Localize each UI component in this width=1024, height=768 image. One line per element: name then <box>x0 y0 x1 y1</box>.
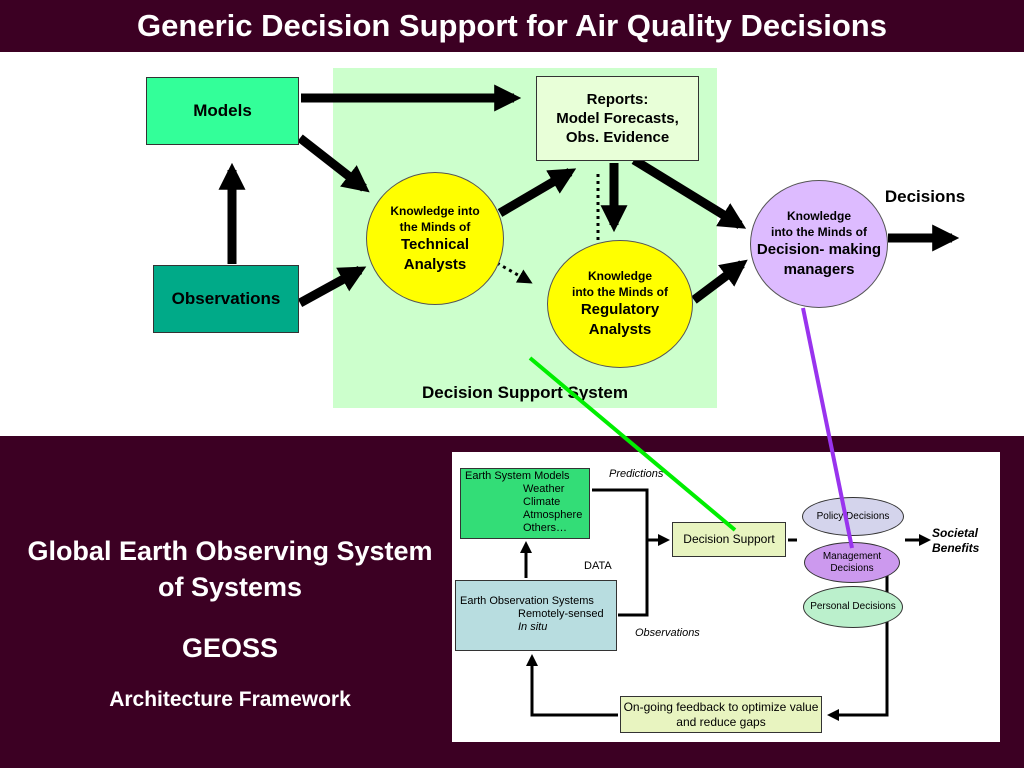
fw-arrow-observations <box>618 540 649 617</box>
societal-benefits-label: Societal Benefits <box>932 526 980 555</box>
observations-box: Observations <box>153 265 299 333</box>
eos-title: Earth Observation Systems <box>460 595 594 607</box>
circle-text: Decision- making <box>756 241 882 258</box>
predictions-label: Predictions <box>609 468 664 480</box>
circle-text: the Minds of <box>399 219 471 234</box>
esm-item: Weather <box>523 483 565 495</box>
circle-text: Knowledge <box>786 209 851 223</box>
decision-support-box: Decision Support <box>672 522 786 557</box>
circle-text: Regulatory <box>580 301 660 318</box>
geoss-acronym: GEOSS <box>181 633 279 663</box>
esm-item: Atmosphere <box>523 509 583 521</box>
circle-text: Knowledge <box>587 269 652 283</box>
arrow-reg-to-managers <box>691 259 748 304</box>
circle-text: Analysts <box>403 255 467 273</box>
models-box: Models <box>146 77 299 145</box>
eos-item: In situ <box>518 621 548 633</box>
esm-item: Others… <box>523 522 568 534</box>
arrow-tech-to-reports <box>497 168 577 217</box>
arrow-observations-to-tech <box>297 266 367 307</box>
circle-text: into the Minds of <box>771 225 867 239</box>
technical-analysts-circle: Knowledge into the Minds of Technical An… <box>366 172 504 305</box>
esm-item: Climate <box>523 496 561 508</box>
circle-text: Analysts <box>588 321 652 338</box>
geoss-framework-figure: Earth System Models Weather Climate Atmo… <box>452 452 1000 742</box>
geoss-heading: Global Earth Observing System of Systems <box>27 536 433 602</box>
policy-decisions-oval: Policy Decisions <box>802 497 904 536</box>
reports-line: Reports: <box>586 91 649 108</box>
purple-connector <box>801 307 854 549</box>
fw-arrow-feedback-out <box>526 654 618 717</box>
arrow-reports-to-managers <box>631 156 747 229</box>
green-connector <box>528 356 737 532</box>
circle-text: managers <box>783 261 855 278</box>
title-bar <box>0 0 1024 52</box>
arrow-models-to-tech <box>297 134 370 193</box>
eos-item: Remotely-sensed <box>518 608 604 620</box>
data-label: DATA <box>584 560 612 572</box>
personal-decisions-oval: Personal Decisions <box>803 586 903 628</box>
decisions-label: Decisions <box>884 187 966 206</box>
observations-label: Observations <box>635 627 700 639</box>
esm-title: Earth System Models <box>465 470 570 482</box>
regulatory-analysts-circle: Knowledge into the Minds of Regulatory A… <box>547 240 693 368</box>
circle-text: Technical <box>400 235 470 253</box>
circle-text: Knowledge into <box>390 203 480 218</box>
circle-text: into the Minds of <box>572 285 668 299</box>
geoss-subheading: Architecture Framework <box>109 688 351 711</box>
decision-managers-circle: Knowledge into the Minds of Decision- ma… <box>750 180 888 308</box>
reports-box: Reports: Model Forecasts, Obs. Evidence <box>536 76 699 161</box>
slide-title: Generic Decision Support for Air Quality… <box>137 8 887 43</box>
reports-line: Obs. Evidence <box>565 129 670 146</box>
feedback-box: On-going feedback to optimize value and … <box>620 696 822 733</box>
reports-line: Model Forecasts, <box>556 110 679 127</box>
fw-arrow-predictions <box>592 488 670 546</box>
earth-system-models-box: Earth System Models Weather Climate Atmo… <box>460 468 590 539</box>
earth-observation-systems-box: Earth Observation Systems Remotely-sense… <box>455 580 617 651</box>
